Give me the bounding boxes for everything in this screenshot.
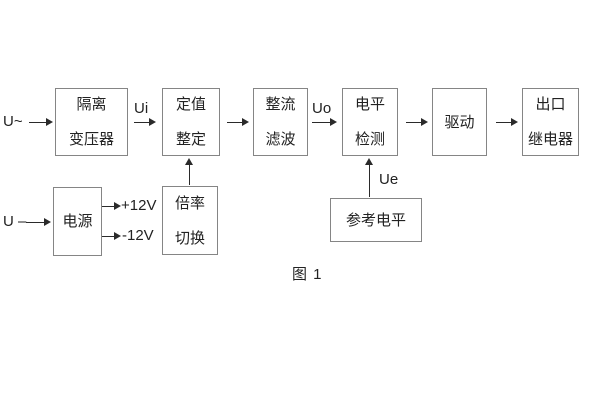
ui-signal-label: Ui — [134, 100, 149, 117]
block-label: 变压器 — [68, 131, 114, 148]
block-level-detect: 电平 检测 — [342, 88, 398, 156]
figure-caption: 图 1 — [292, 266, 323, 283]
arrow-detect-to-drive — [406, 118, 428, 127]
arrow-head-icon — [330, 118, 337, 126]
arrow-drive-to-relay — [496, 118, 518, 127]
block-label: 出口 — [535, 96, 566, 113]
block-rectify-filter: 整流 滤波 — [253, 88, 308, 156]
block-drive: 驱动 — [432, 88, 487, 156]
block-power-supply: 电源 — [53, 187, 102, 256]
block-label: 滤波 — [265, 131, 296, 148]
arrow-plus-12v — [102, 202, 121, 211]
block-label: 检测 — [354, 131, 385, 148]
arrow-shaft — [102, 205, 116, 207]
block-label: 定值 — [175, 96, 206, 113]
block-label: 电源 — [62, 213, 93, 230]
arrow-head-icon — [365, 158, 373, 165]
arrow-ratio-to-setting — [185, 158, 194, 185]
arrow-head-icon — [421, 118, 428, 126]
dc-input-label: U – — [3, 213, 27, 230]
arrow-setting-to-rectify — [227, 118, 249, 127]
block-label: 隔离 — [76, 96, 107, 113]
ue-signal-label: Ue — [379, 171, 399, 188]
block-label: 整流 — [265, 96, 296, 113]
arrow-uo — [312, 118, 337, 127]
block-isolation-transformer: 隔离 变压器 — [55, 88, 128, 156]
arrow-head-icon — [114, 232, 121, 240]
arrow-dc-input — [26, 218, 51, 227]
block-output-relay: 出口 继电器 — [522, 88, 579, 156]
arrow-shaft — [188, 163, 190, 185]
plus-12v-label: +12V — [121, 197, 157, 214]
arrow-shaft — [134, 121, 151, 123]
arrow-minus-12v — [102, 232, 121, 241]
block-label: 倍率 — [174, 194, 205, 212]
block-label: 电平 — [354, 96, 385, 113]
minus-12v-label: -12V — [122, 227, 154, 244]
block-reference-level: 参考电平 — [330, 198, 422, 242]
arrow-shaft — [368, 163, 370, 197]
block-label: 驱动 — [444, 113, 475, 131]
ac-input-label: U~ — [3, 113, 23, 130]
arrow-head-icon — [185, 158, 193, 165]
arrow-shaft — [406, 121, 423, 123]
arrow-shaft — [29, 121, 48, 123]
block-label: 整定 — [175, 131, 206, 148]
block-ratio-switch: 倍率 切换 — [162, 186, 218, 255]
arrow-shaft — [496, 121, 513, 123]
block-value-setting: 定值 整定 — [162, 88, 220, 156]
arrow-head-icon — [44, 218, 51, 226]
arrow-ac-input — [29, 118, 53, 127]
arrow-ui — [134, 118, 156, 127]
block-label: 参考电平 — [345, 211, 406, 229]
block-label: 继电器 — [527, 131, 573, 148]
arrow-head-icon — [511, 118, 518, 126]
arrow-shaft — [312, 121, 332, 123]
arrow-head-icon — [242, 118, 249, 126]
arrow-shaft — [26, 221, 46, 223]
arrow-head-icon — [114, 202, 121, 210]
arrow-head-icon — [149, 118, 156, 126]
arrow-ue — [365, 158, 374, 197]
arrow-shaft — [227, 121, 244, 123]
arrow-shaft — [102, 235, 116, 237]
arrow-head-icon — [46, 118, 53, 126]
block-label: 切换 — [174, 229, 205, 247]
uo-signal-label: Uo — [312, 100, 332, 117]
